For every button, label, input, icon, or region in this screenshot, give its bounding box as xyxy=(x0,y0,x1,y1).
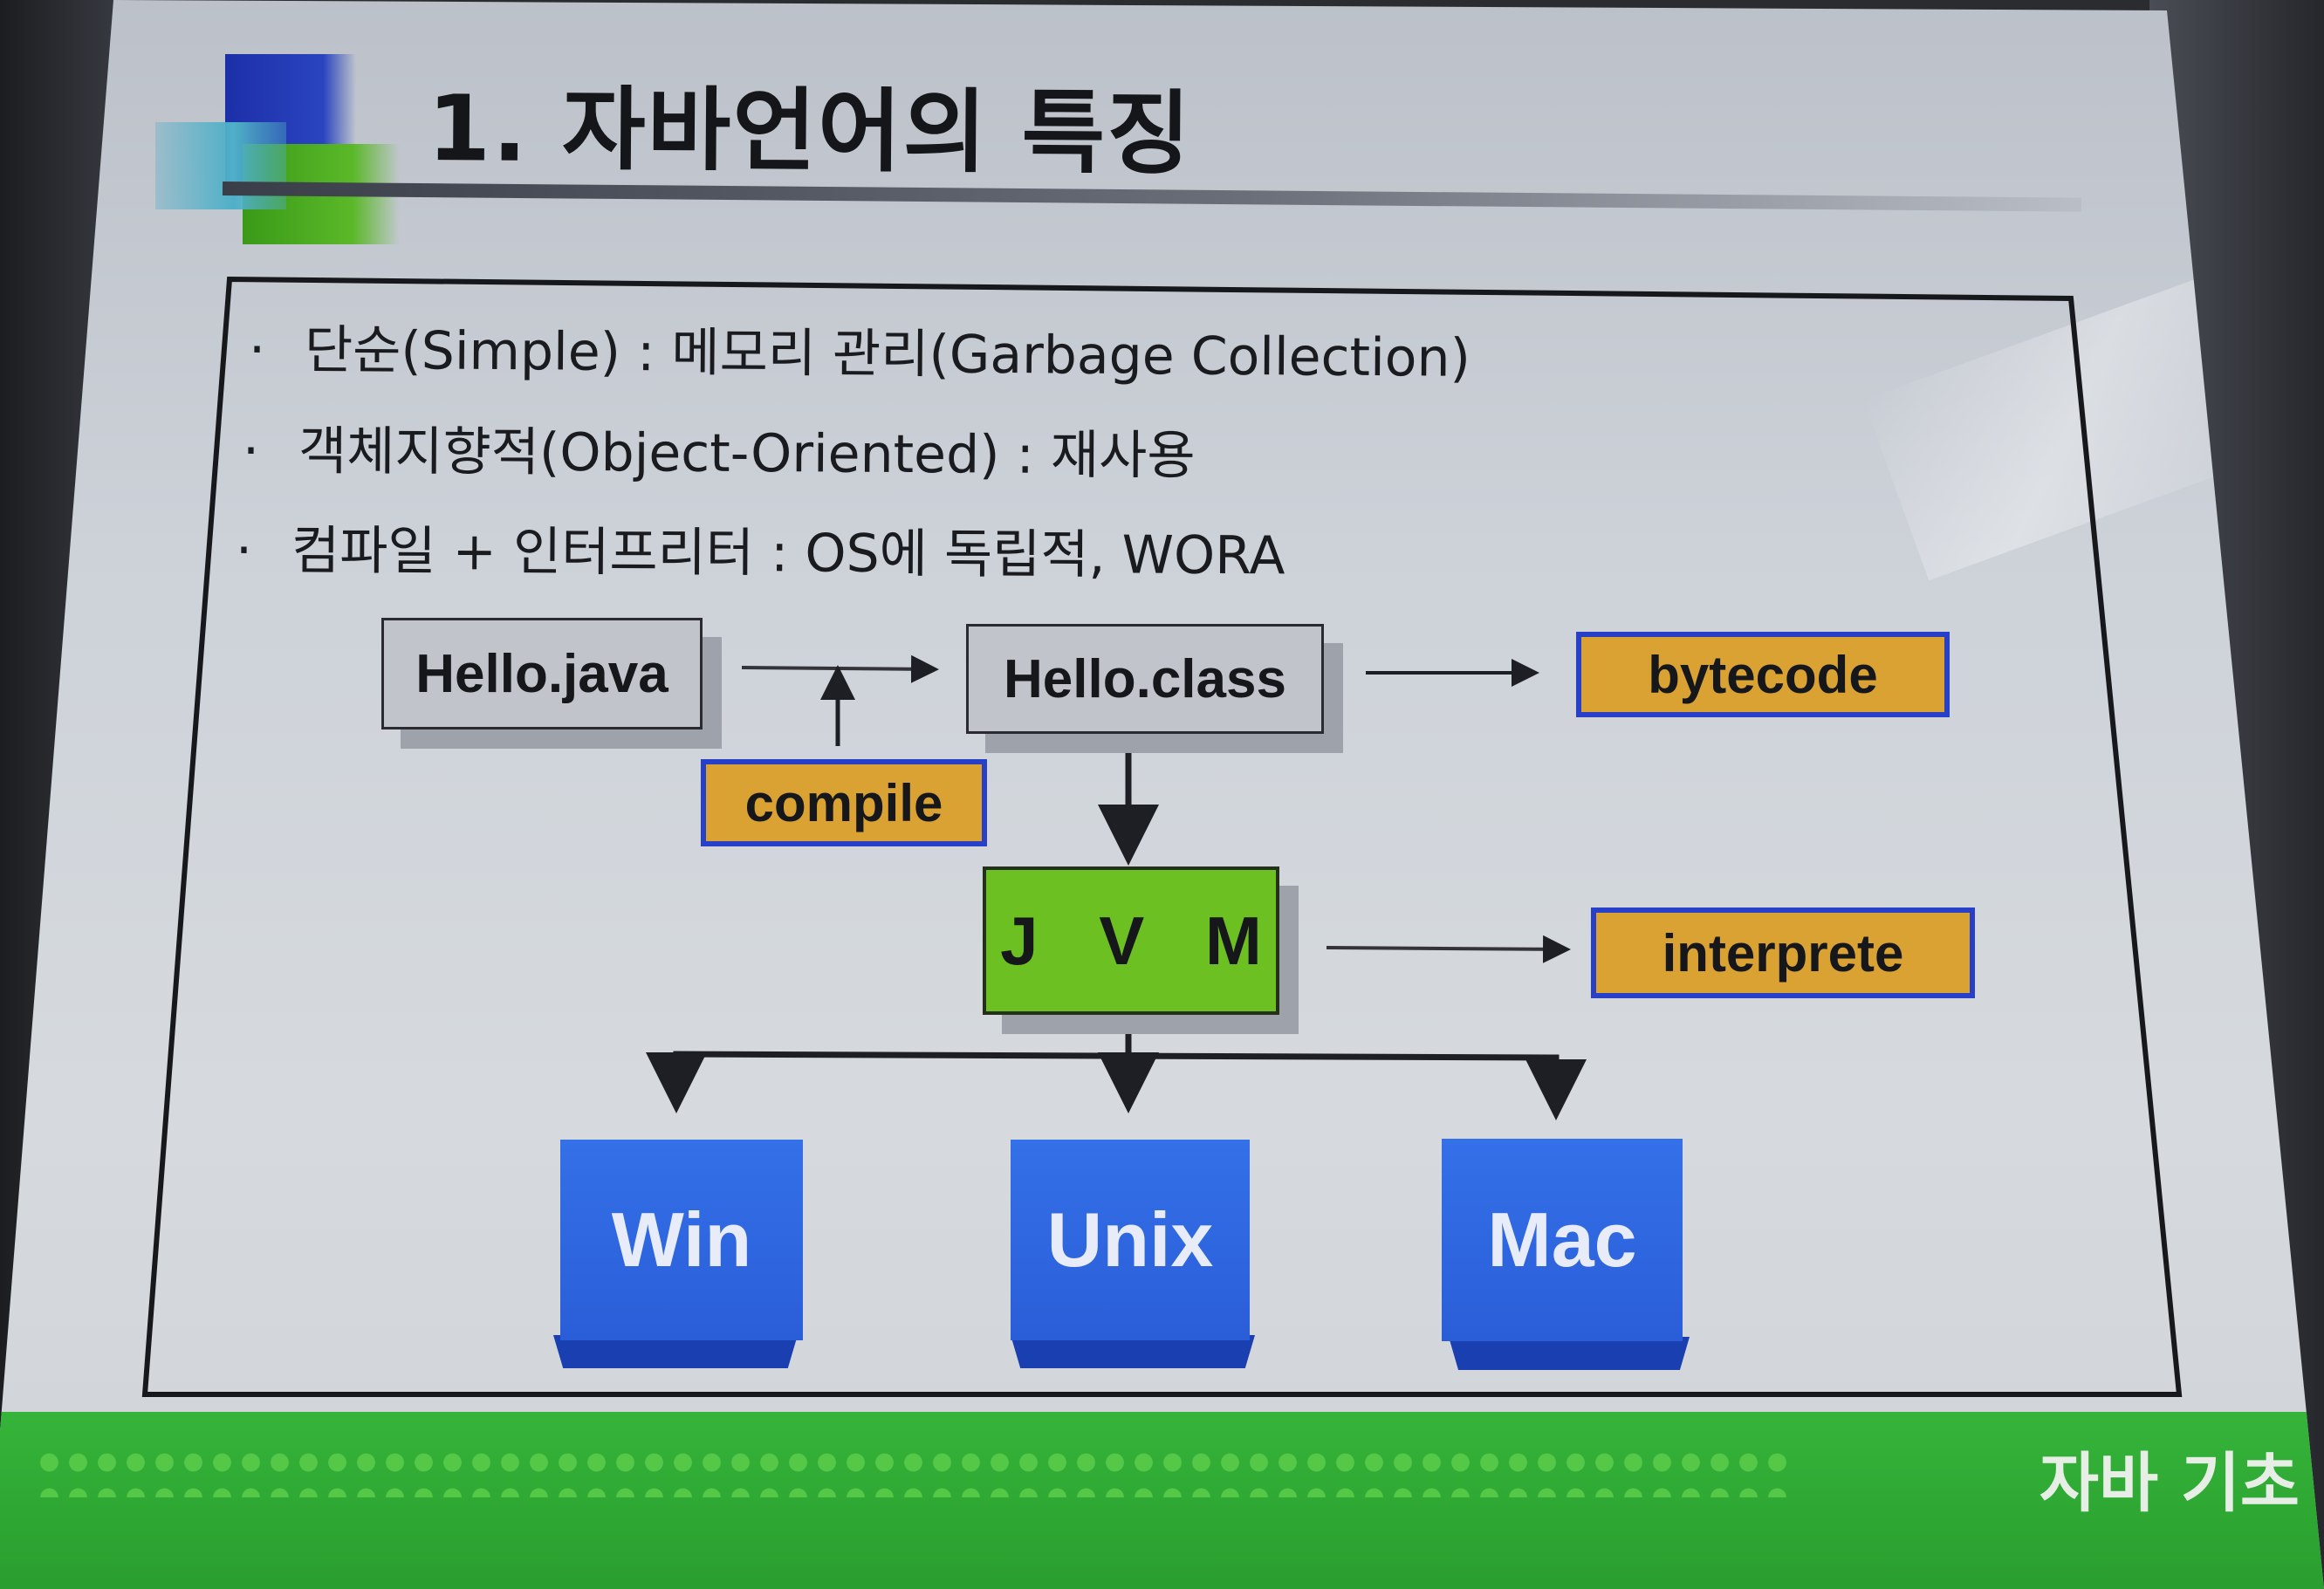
mac-box: Mac xyxy=(1442,1139,1683,1341)
unix-box-base xyxy=(1011,1335,1255,1368)
bullet-1: · 단순(Simple) : 메모리 관리(Garbage Collection) xyxy=(249,307,1471,392)
arrow-jvm-to-interprete xyxy=(1326,935,1571,963)
win-box: Win xyxy=(560,1140,803,1340)
hello-class-box: Hello.class xyxy=(966,624,1324,734)
content-frame-border xyxy=(141,276,2183,1397)
bullet-3-text: 컴파일 + 인터프리터 : OS에 독립적, WORA xyxy=(291,520,1285,587)
compile-label: compile xyxy=(701,759,987,846)
bullet-3: · 컴파일 + 인터프리터 : OS에 독립적, WORA xyxy=(236,508,1285,589)
bullet-2-text: 객체지향적(Object-Oriented) : 재사용 xyxy=(298,421,1196,487)
bullet-1-marker: · xyxy=(248,319,266,381)
mac-box-base xyxy=(1449,1337,1690,1370)
interprete-label: interprete xyxy=(1591,908,1975,998)
win-box-base xyxy=(553,1335,798,1368)
footer-title: 자바 기초 xyxy=(2039,1446,2300,1521)
footer-band xyxy=(0,1412,2324,1589)
unix-box: Unix xyxy=(1011,1140,1250,1340)
hello-java-box: Hello.java xyxy=(381,618,703,729)
branch-line xyxy=(673,1051,1560,1106)
bullet-2: · 객체지향적(Object-Oriented) : 재사용 xyxy=(243,408,1196,490)
jvm-box: J V M xyxy=(983,866,1279,1015)
bytecode-label: bytecode xyxy=(1576,632,1950,717)
bullet-2-marker: · xyxy=(242,421,260,483)
arrow-java-to-class xyxy=(741,654,939,683)
footer-dot-pattern xyxy=(35,1445,1789,1497)
bullet-1-text: 단순(Simple) : 메모리 관리(Garbage Collection) xyxy=(304,319,1471,389)
bullet-3-marker: · xyxy=(235,520,253,582)
